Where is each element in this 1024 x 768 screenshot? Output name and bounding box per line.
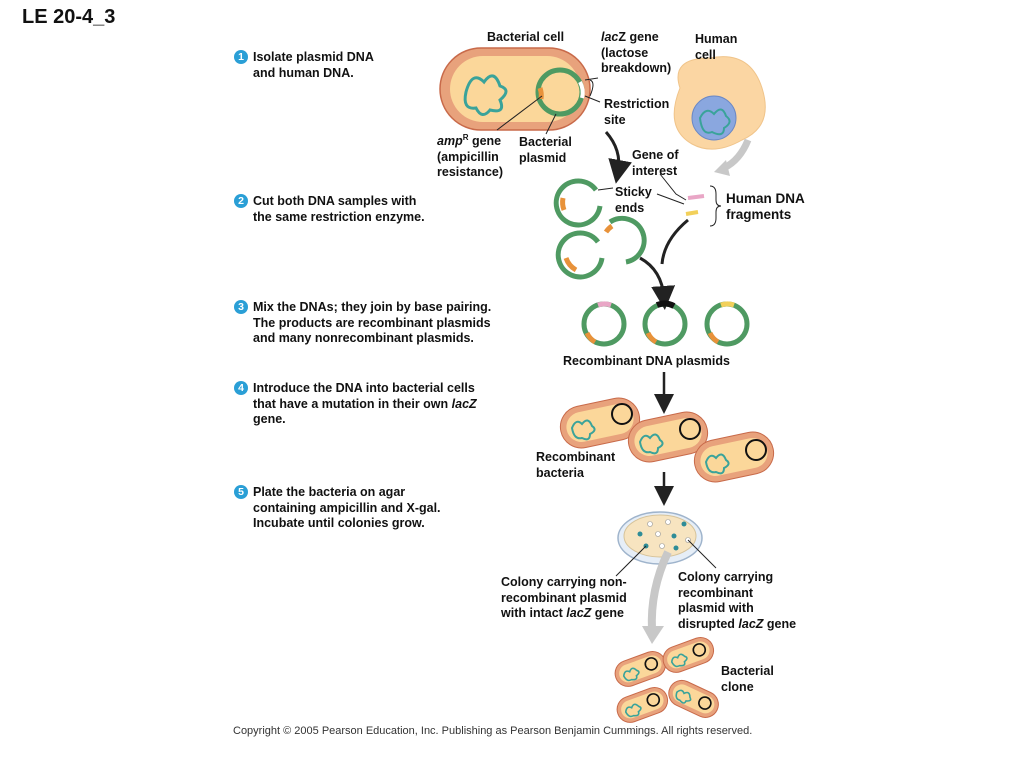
label-recombinant-bacteria: Recombinant bacteria: [536, 450, 616, 480]
label-restriction-site: Restriction site: [604, 97, 670, 127]
recombinant-plasmid-2: [642, 300, 688, 347]
petri-dish: [617, 511, 703, 565]
label-colony-recombinant: Colony carrying recombinant plasmid with…: [678, 570, 797, 631]
human-dna: [698, 108, 731, 136]
step-number-badge: 3: [234, 300, 248, 314]
label-human-dna-fragments: Human DNA fragments: [726, 191, 805, 222]
label-bacterial-cell: Bacterial cell: [487, 30, 565, 44]
step-number-badge: 5: [234, 485, 248, 499]
recombinant-bacterium-1: [559, 397, 641, 449]
step-number-badge: 4: [234, 381, 248, 395]
arrow-cut: [604, 131, 632, 184]
step-5: 5 Plate the bacteria on agar containing …: [234, 485, 534, 532]
human-cell: [673, 56, 766, 150]
label-recombinant-dna-plasmids: Recombinant DNA plasmids: [563, 354, 730, 368]
bacterial-cell-large: [439, 47, 591, 131]
step-number-badge: 1: [234, 50, 248, 64]
label-human-cell: Human cell: [695, 32, 738, 62]
lacz-segment: [578, 81, 585, 99]
step-2: 2 Cut both DNA samples with the same res…: [234, 194, 534, 225]
cut-plasmids: [553, 178, 647, 280]
recombinant-plasmid-3: [704, 301, 750, 347]
step-4: 4 Introduce the DNA into bacterial cells…: [234, 381, 534, 428]
figure-title: LE 20-4_3: [22, 6, 116, 28]
bacterial-chromosome: [463, 74, 508, 116]
bacterial-clone: [614, 636, 719, 723]
recombinant-bacterium-3: [693, 431, 775, 483]
ampr-segment: [537, 87, 544, 100]
label-bacterial-clone: Bacterial clone: [721, 664, 774, 694]
label-lacz-gene: lacZ gene (lactose breakdown): [601, 30, 672, 75]
step-text: Plate the bacteria on agar containing am…: [253, 485, 441, 530]
step-number-badge: 2: [234, 194, 248, 208]
recombinant-plasmid-1: [581, 301, 627, 347]
label-ampr-gene: ampR gene (ampicillin resistance): [437, 133, 504, 180]
step-text: Isolate plasmid DNA and human DNA.: [253, 50, 374, 80]
label-bacterial-plasmid: Bacterial plasmid: [519, 135, 572, 165]
recombinant-bacterium-2: [627, 411, 709, 463]
label-colony-nonrecombinant: Colony carrying non- recombinant plasmid…: [501, 575, 627, 620]
label-sticky-ends: Sticky ends: [615, 185, 652, 215]
copyright-notice: Copyright © 2005 Pearson Education, Inc.…: [233, 725, 753, 737]
label-gene-of-interest: Gene of interest: [632, 148, 679, 178]
step-3: 3 Mix the DNAs; they join by base pairin…: [234, 300, 534, 347]
step-text: Cut both DNA samples with the same restr…: [253, 194, 425, 224]
colonies: [637, 519, 691, 551]
step-text: Introduce the DNA into bacterial cells t…: [253, 381, 477, 426]
human-dna-fragments: [685, 194, 705, 216]
step-text: Mix the DNAs; they join by base pairing.…: [253, 300, 492, 345]
step-1: 1 Isolate plasmid DNA and human DNA.: [234, 50, 534, 81]
